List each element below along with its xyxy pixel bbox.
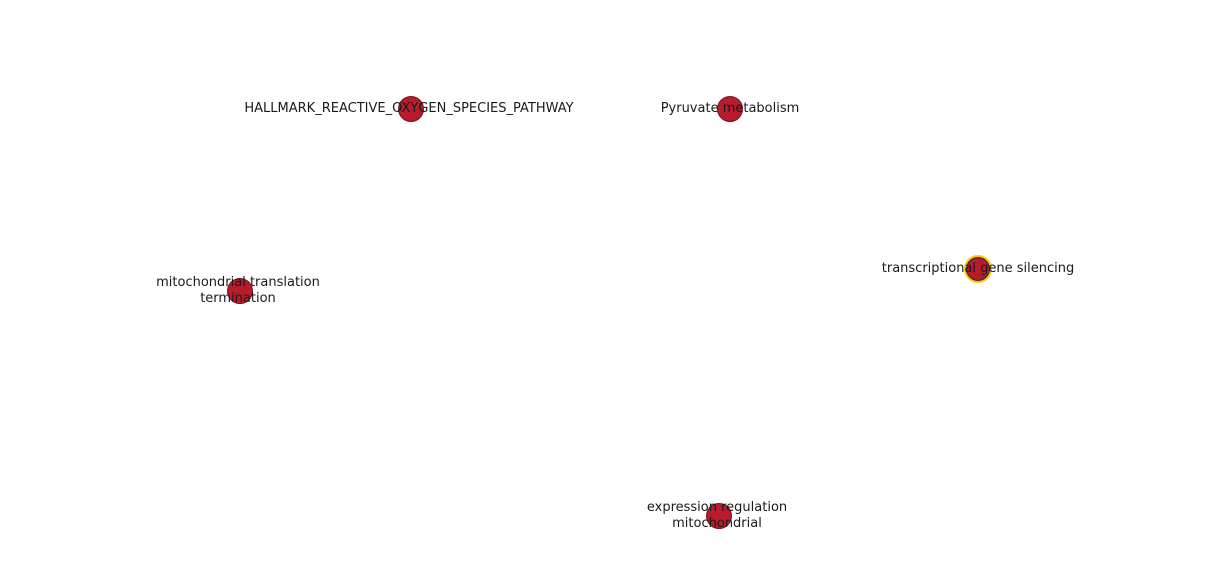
node-label-line: transcriptional gene silencing (881, 261, 1075, 276)
node-label-line: Pyruvate metabolism (660, 101, 800, 116)
node-label: expression regulation mitochondrial (647, 500, 787, 532)
network-node[interactable] (717, 96, 743, 122)
node-label: transcriptional gene silencing (882, 261, 1075, 277)
node-label: Pyruvate metabolism (661, 101, 800, 117)
node-label-line: HALLMARK_REACTIVE_OXYGEN_SPECIES_PATHWAY (244, 101, 574, 116)
network-node-selected[interactable] (964, 255, 992, 283)
node-label-line: mitochondrial translation (156, 275, 320, 290)
node-label-line: mitochondrial (672, 516, 762, 531)
network-node[interactable] (227, 278, 253, 304)
node-label-line: termination (200, 291, 276, 306)
network-node[interactable] (706, 503, 732, 529)
node-label-line: expression regulation (646, 500, 788, 515)
node-label: HALLMARK_REACTIVE_OXYGEN_SPECIES_PATHWAY (244, 101, 573, 117)
network-node[interactable] (398, 96, 424, 122)
node-label: mitochondrial translation termination (156, 275, 320, 307)
